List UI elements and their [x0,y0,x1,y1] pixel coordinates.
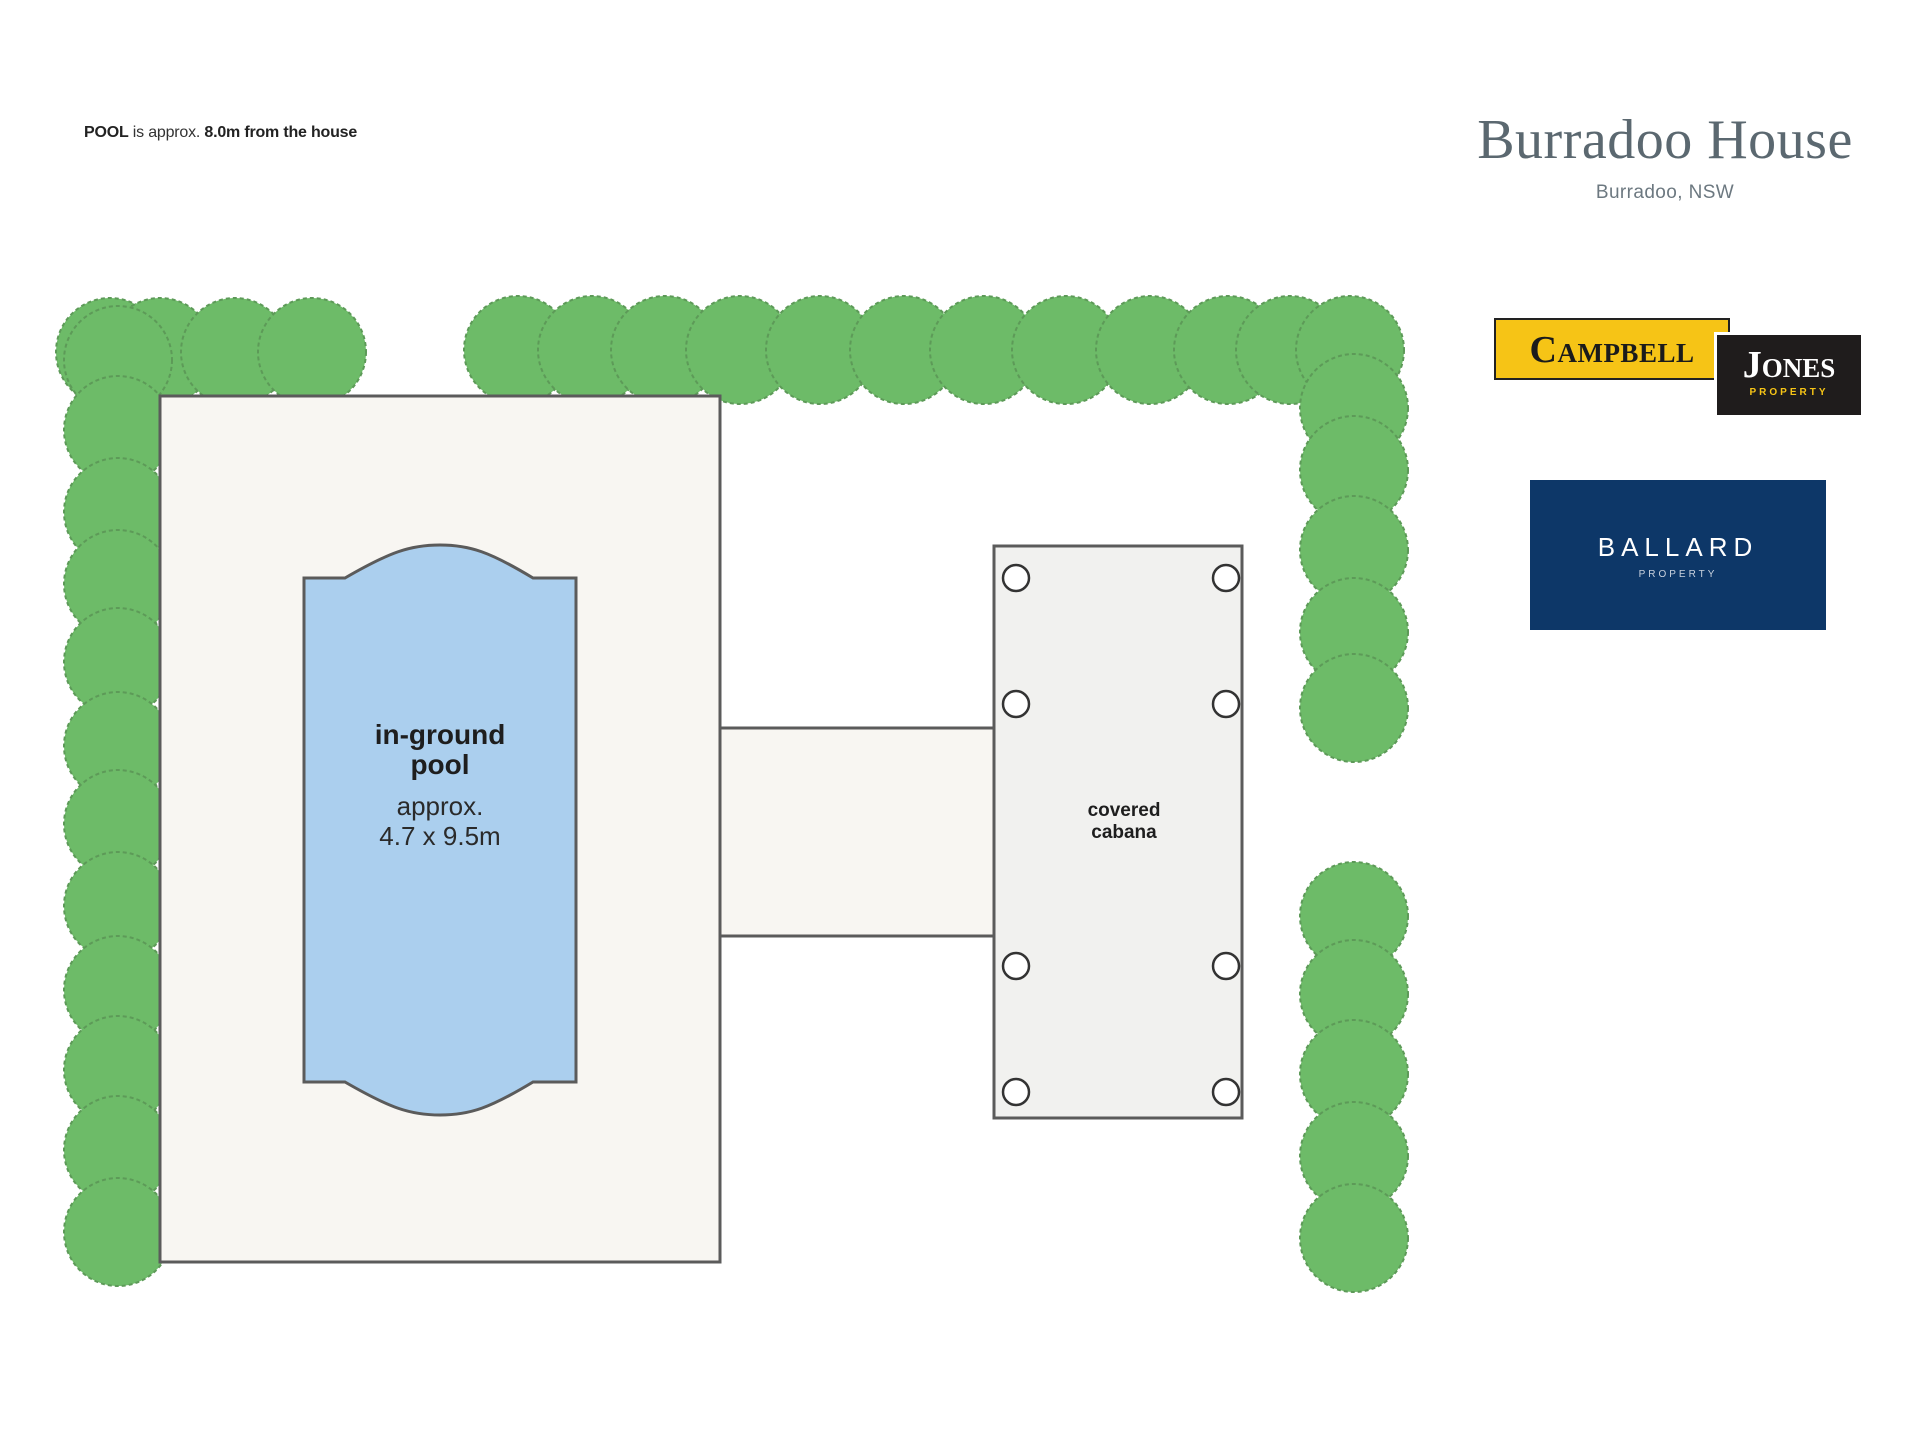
pool-label-line2: pool [410,749,469,780]
campbell-jones-tagline: PROPERTY [1749,387,1829,398]
cabana-label-line1: covered [1088,800,1161,821]
hedge-group [55,295,1409,1293]
cabana-post [1001,563,1031,593]
ballard-logo: BALLARD PROPERTY [1530,480,1826,630]
cabana-post [1211,951,1241,981]
hedge-shrub [257,297,367,407]
campbell-jones-logo: Campbell Jones PROPERTY [1494,318,1864,418]
property-location: Burradoo, NSW [1595,182,1735,203]
hedge-shrub [63,1177,173,1287]
pool-distance-note: POOL is approx. 8.0m from the house [84,124,357,142]
hedge-shrub [1299,1183,1409,1293]
cabana-post [1211,563,1241,593]
campbell-wordmark: Campbell [1494,318,1730,380]
jones-wordmark-box: Jones PROPERTY [1714,332,1864,418]
walkway [718,726,998,938]
pool [302,543,578,1117]
cabana-label-line2: cabana [1091,822,1157,843]
ballard-wordmark: BALLARD [1597,532,1759,562]
title-block: Burradoo House Burradoo, NSW [1440,108,1890,204]
note-pool-label: POOL [84,124,129,141]
property-title: Burradoo House [1477,109,1853,171]
pool-size-line1: approx. [397,791,484,821]
pool-size-line2: 4.7 x 9.5m [379,821,500,851]
cabana-post [1211,1077,1241,1107]
cabana-post [1001,951,1031,981]
cabana-post [1211,689,1241,719]
note-distance: 8.0m from the house [204,124,358,141]
cabana-posts [1001,563,1241,1107]
jones-wordmark: Jones [1742,344,1836,386]
hedge-shrub [1299,653,1409,763]
cabana-post [1001,689,1031,719]
cabana-post [1001,1077,1031,1107]
ballard-tagline: PROPERTY [1638,569,1718,580]
note-middle-text: is approx. [128,124,205,141]
pool-label-line1: in-ground [375,719,506,750]
cabana [992,544,1244,1120]
